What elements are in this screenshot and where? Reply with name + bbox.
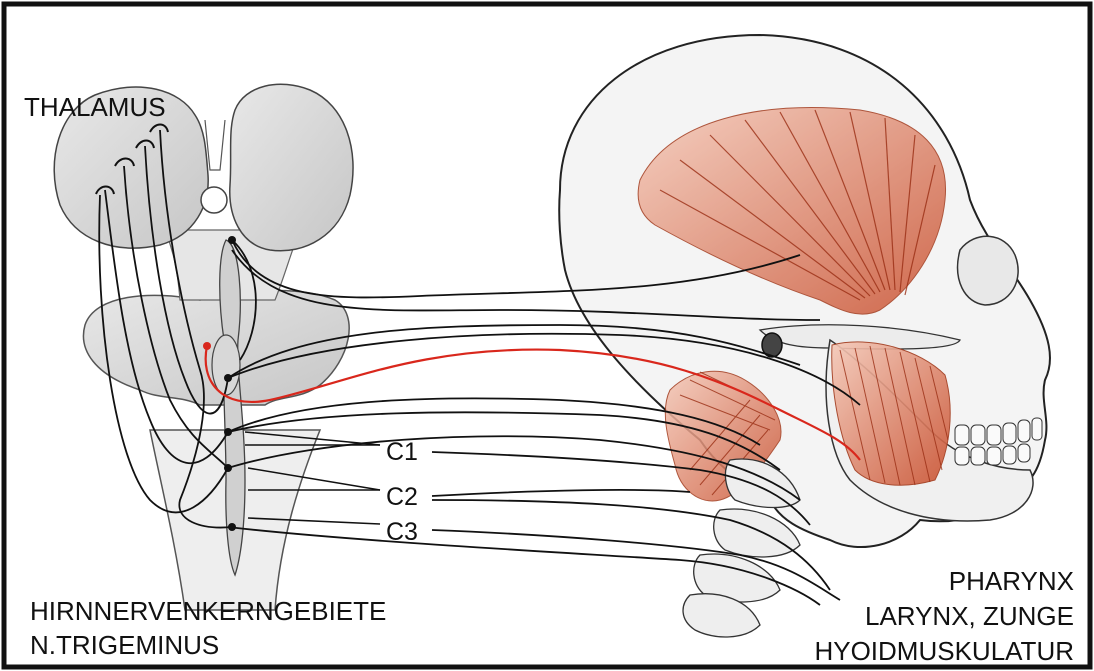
label-brainstem-line1: HIRNNERVENKERNGEBIETE bbox=[30, 596, 386, 626]
brainstem-illustration bbox=[54, 84, 380, 610]
label-target-line3: HYOIDMUSKULATUR bbox=[814, 636, 1074, 666]
pineal-ring bbox=[201, 187, 227, 213]
label-target-line2: LARYNX, ZUNGE bbox=[865, 601, 1074, 631]
label-c1: C1 bbox=[386, 438, 418, 466]
label-brainstem-line2: N.TRIGEMINUS bbox=[30, 630, 219, 660]
label-target-line1: PHARYNX bbox=[949, 566, 1074, 596]
orbit bbox=[958, 236, 1019, 305]
label-thalamus: THALAMUS bbox=[24, 92, 166, 122]
label-c3: C3 bbox=[386, 518, 418, 546]
thalamus-right-lobe bbox=[230, 84, 353, 250]
label-c2: C2 bbox=[386, 483, 418, 511]
